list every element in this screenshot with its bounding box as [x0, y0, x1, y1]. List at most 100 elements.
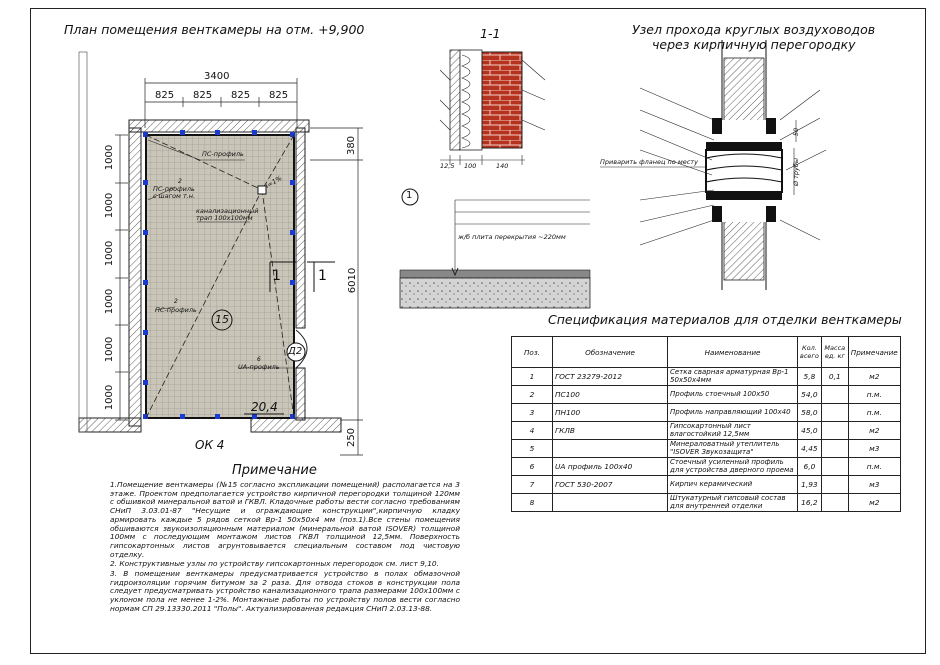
spec-cell: 5,8 [797, 367, 822, 386]
spec-header: Наименование [667, 336, 798, 368]
spec-cell [820, 439, 849, 458]
dim-left-3: 1000 [104, 240, 116, 267]
spec-cell: 45,0 [797, 421, 822, 440]
section-dim-2: 100 [464, 162, 477, 170]
dim-right-bottom: 250 [346, 427, 358, 448]
section-title: 1-1 [480, 26, 501, 41]
room-area: 20,4 [251, 400, 278, 414]
dim-top-1: 825 [155, 90, 175, 101]
spec-cell: ГОСТ 530-2007 [552, 475, 668, 494]
spec-cell: ПС100 [552, 385, 668, 404]
window-mark: ОК 4 [195, 438, 225, 452]
spec-cell: Гипсокартонный лист влагостойкий 12,5мм [667, 421, 798, 440]
spec-header-row: Поз. Обозначение Наименование Кол. всего… [511, 336, 901, 368]
section-dim-1: 12,5 [440, 162, 455, 170]
spec-cell: 7 [511, 475, 553, 494]
spec-cell: 6 [511, 457, 553, 476]
notes-block: 1.Помещение венткамеры (№15 согласно экс… [110, 480, 460, 615]
spec-cell: 4 [511, 421, 553, 440]
spec-cell [552, 493, 668, 512]
door-mark: Д2 [288, 346, 303, 357]
dim-right-top: 380 [346, 135, 358, 156]
label-ps-step: ПС-профиль с шагом т.н. [153, 185, 196, 200]
spec-header: Масса ед. кг [820, 336, 849, 368]
spec-cell: Минераловатный утеплитель "ISOVER Звукоз… [667, 439, 798, 458]
dim-top-4: 825 [269, 90, 289, 101]
label-drain: канализационный трап 100х100мм [196, 207, 259, 222]
spec-cell [820, 493, 849, 512]
spec-cell [820, 421, 849, 440]
node-dim-50: 50 [792, 127, 801, 137]
spec-cell [552, 439, 668, 458]
notes-heading: Примечание [232, 463, 317, 478]
duct-node [600, 40, 827, 290]
spec-cell: м2 [847, 493, 901, 512]
room-plan [78, 51, 342, 433]
spec-cell: м3 [847, 475, 901, 494]
plan-dimensions [115, 78, 363, 456]
spec-table: Поз. Обозначение Наименование Кол. всего… [511, 336, 901, 512]
spec-cell: 4,45 [797, 439, 822, 458]
spec-cell: 0,1 [820, 367, 849, 386]
spec-cell: 58,0 [797, 403, 822, 422]
spec-cell: 6,0 [797, 457, 822, 476]
floor-slab-label: ж/б плита перекрытия ~220мм [458, 233, 566, 241]
dim-left-2: 1000 [104, 192, 116, 219]
spec-cell: 16,2 [797, 493, 822, 512]
spec-cell: м2 [847, 367, 901, 386]
spec-cell: п.м. [847, 403, 901, 422]
note-1: 1.Помещение венткамеры (№15 согласно экс… [110, 480, 460, 559]
spec-header: Обозначение [552, 336, 668, 368]
spec-cell: Кирпич керамический [667, 475, 798, 494]
spec-cell: п.м. [847, 385, 901, 404]
spec-cell: 2 [511, 385, 553, 404]
dim-left-6: 1000 [104, 384, 116, 411]
dim-right-main: 6010 [347, 267, 359, 294]
dim-left-1: 1000 [104, 144, 116, 171]
floor-detail [399, 188, 591, 309]
spec-cell: ГОСТ 23279-2012 [552, 367, 668, 386]
spec-cell: 8 [511, 493, 553, 512]
note-2: 2. Конструктивные узлы по устройству гип… [110, 559, 439, 569]
note-3: 3. В помещении венткамеры предусматривае… [110, 569, 460, 613]
node-dim-d: Ø трубы [792, 157, 801, 187]
spec-header: Кол. всего [797, 336, 822, 368]
section-mark-left: 1 [272, 268, 281, 284]
spec-cell [820, 457, 849, 476]
label-ua: UA-профиль [238, 363, 280, 371]
dim-top-3: 825 [231, 90, 251, 101]
spec-title: Спецификация материалов для отделки вент… [548, 312, 902, 327]
plan-title: План помещения венткамеры на отм. +9,900 [64, 22, 365, 37]
node-weld-label: Приварить фланец по месту [600, 158, 698, 166]
spec-header: Примечание [847, 336, 901, 368]
node-title-2: через кирпичную перегородку [652, 37, 856, 52]
spec-cell: 3 [511, 403, 553, 422]
section-dim-3: 140 [496, 162, 509, 170]
spec-header: Поз. [511, 336, 553, 368]
label-ua-num: 6 [257, 356, 261, 363]
dim-left-5: 1000 [104, 336, 116, 363]
node-title-1: Узел прохода круглых воздуховодов [632, 22, 876, 37]
room-number: 15 [215, 313, 229, 326]
label-ps-profile: ПС-профиль [202, 150, 244, 158]
dim-top-2: 825 [193, 90, 213, 101]
spec-cell: Штукатурный гипсовый состав для внутренн… [667, 493, 798, 512]
spec-row: 8 Штукатурный гипсовый состав для внутрен… [511, 493, 901, 512]
spec-cell: 54,0 [797, 385, 822, 404]
spec-cell: м2 [847, 421, 901, 440]
spec-cell [820, 385, 849, 404]
floor-callout: 1 [406, 190, 413, 201]
section-mark-right: 1 [318, 268, 327, 284]
spec-cell: Стоечный усиленный профиль для устройств… [667, 457, 798, 476]
spec-cell: ПН100 [552, 403, 668, 422]
spec-cell [820, 403, 849, 422]
